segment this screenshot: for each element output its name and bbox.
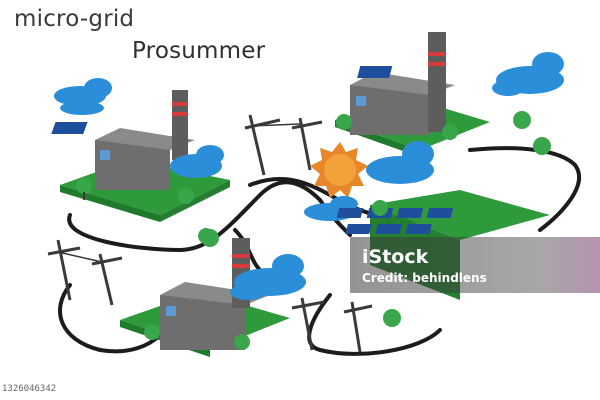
solar-panel — [357, 66, 393, 78]
chimney — [428, 32, 446, 132]
power-pole-left — [47, 239, 123, 306]
diagram-title-micro-grid: micro-grid — [14, 6, 135, 32]
image-id: 1326046342 — [2, 384, 57, 394]
cloud-top-left — [54, 78, 112, 115]
chimney-stripe — [172, 102, 188, 106]
power-pole-bottom — [291, 297, 373, 353]
tree — [198, 228, 214, 244]
solar-panel — [51, 122, 88, 134]
cloud-bottom — [230, 254, 306, 300]
watermark-brand: iStock — [362, 246, 429, 268]
watermark-overlay: iStock Credit: behindlens — [350, 237, 600, 293]
cloud-factory-left — [170, 145, 224, 178]
diagram-title-prosummer: Prosummer — [132, 38, 266, 64]
tree — [513, 111, 531, 129]
sun-icon — [310, 142, 368, 198]
factory-top-right — [335, 32, 490, 157]
watermark-credit: Credit: behindlens — [362, 271, 487, 285]
factory-bottom — [120, 229, 290, 357]
tree — [383, 309, 401, 327]
solar-panel — [336, 208, 364, 218]
chimney — [172, 90, 188, 160]
cloud-top-right — [492, 52, 564, 96]
power-pole-top — [244, 114, 323, 176]
tree — [76, 178, 92, 194]
tree — [533, 137, 551, 155]
grass-platform-solar — [370, 190, 550, 240]
